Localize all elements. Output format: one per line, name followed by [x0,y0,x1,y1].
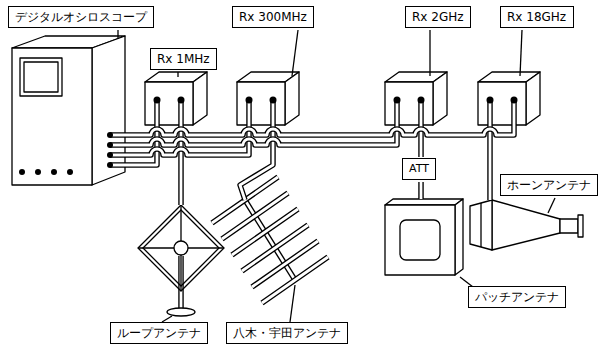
antenna-element [212,177,328,303]
receiver-side [433,72,447,125]
patch-top [385,199,463,205]
coax-cable [180,100,183,205]
connector [154,97,161,104]
connector [178,97,185,104]
scope-knob [19,169,25,175]
scope-screen [20,58,62,96]
connector [107,142,113,148]
label-text: Rx 18GHz [507,9,567,25]
coax-cable [418,182,424,199]
coax-cable [178,100,184,205]
connectors [107,97,518,169]
connector [107,162,113,168]
attenuator-box: ATT [402,158,436,180]
patch-antenna [385,199,463,275]
antenna-base [167,308,195,316]
instrument-label: デジタルオシロスコープ [8,6,154,28]
antenna-label: 八木・宇田アンテナ [226,322,348,344]
scope-knob [51,169,57,175]
antenna-label: ループアンテナ [110,322,208,344]
coax-cable [489,100,492,200]
horn-mouth [470,200,492,250]
receiver-front [478,82,526,125]
yagi-antenna [212,177,328,303]
scope-front [12,48,92,185]
connector [107,152,113,158]
label-text: ループアンテナ [117,325,201,341]
coax-cable [240,100,273,200]
receiver-label: Rx 300MHz [232,6,314,28]
patch-element [400,220,440,260]
leader-line [117,30,118,39]
connector [511,97,518,104]
receiver-side [285,72,299,125]
leader-line [520,30,522,76]
receiver-front [237,82,285,125]
label-text: ATT [409,161,429,177]
scope-knob [35,169,41,175]
receiver-side [193,72,207,125]
leader-line [429,30,430,76]
horn-flare [492,200,560,250]
coax-cable [487,100,493,200]
scope-screen-inner [24,62,58,92]
connector [418,97,425,104]
scope-knob [67,169,73,175]
leader-lines [118,30,555,322]
coax-cable [110,100,514,135]
coax-cable [110,100,397,145]
receiver-front [145,82,193,125]
antenna-element [212,177,328,303]
connector [107,132,113,138]
antenna-label: パッチアンテナ [468,286,566,308]
connector [246,97,253,104]
horn-flange [578,215,583,237]
antenna-label: ホーンアンテナ [500,174,598,196]
horn-waveguide [560,219,578,233]
coax-cables [110,100,514,205]
oscilloscope [12,36,125,185]
coax-cable [420,182,423,199]
label-text: Rx 1MHz [157,51,210,67]
receiver-label: Rx 2GHz [405,6,471,28]
leader-line [177,72,178,77]
label-text: Rx 300MHz [239,9,307,25]
horn-antenna [470,200,583,250]
label-text: Rx 2GHz [412,9,464,25]
loop-frame [138,205,224,291]
label-text: 八木・宇田アンテナ [233,325,341,341]
coax-cable [110,100,397,145]
connector [270,97,277,104]
label-text: ホーンアンテナ [507,177,591,193]
coax-cable [240,100,273,200]
patch-side [455,199,463,275]
horn-mouth-edge [480,203,481,247]
receiver-side [526,72,540,125]
receiver-label: Rx 1MHz [150,48,217,70]
leader-line [292,30,298,76]
receiver-label: Rx 18GHz [500,6,574,28]
connector [487,97,494,104]
leader-line [290,285,295,322]
receiver-front [385,82,433,125]
coax-cable [110,100,514,135]
label-text: デジタルオシロスコープ [15,9,147,25]
connector [394,97,401,104]
leader-line [548,198,555,213]
loop-hub [174,241,188,255]
label-text: パッチアンテナ [475,289,559,305]
patch-front [385,205,455,275]
